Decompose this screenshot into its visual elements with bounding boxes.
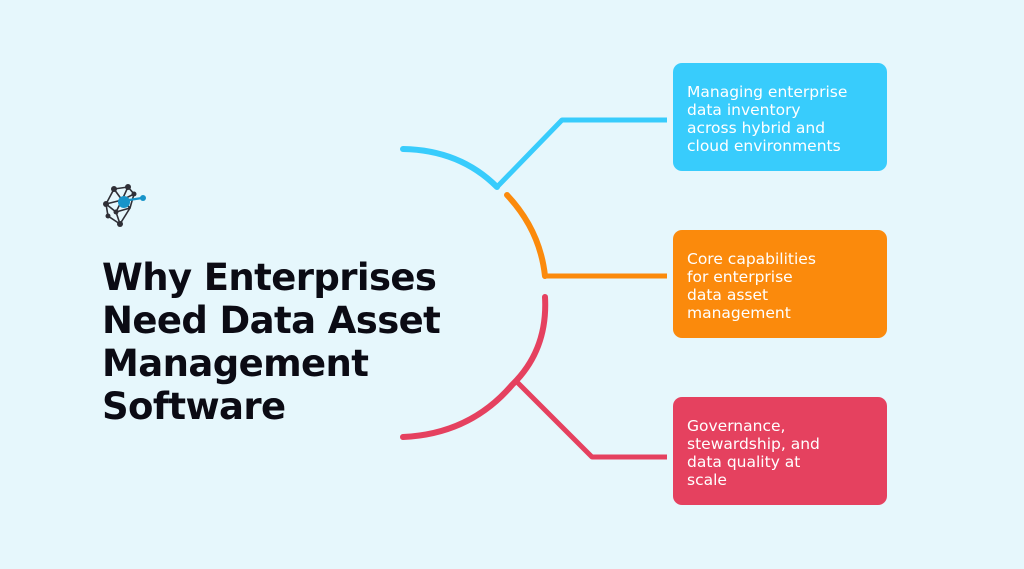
title-line: Management	[102, 342, 369, 385]
title-line: Why Enterprises	[102, 256, 437, 299]
card-line: stewardship, and	[687, 435, 820, 453]
page-title: Why Enterprises Need Data Asset Manageme…	[102, 256, 482, 428]
card-line: scale	[687, 471, 727, 489]
red-arc-segment	[400, 294, 549, 440]
red-connector	[513, 378, 667, 460]
network-node-logo-icon	[103, 184, 146, 227]
card-line: cloud environments	[687, 137, 841, 155]
card-line: for enterprise	[687, 268, 793, 286]
card-line: across hybrid and	[687, 119, 826, 137]
title-line: Software	[102, 385, 286, 428]
card-line: Core capabilities	[687, 250, 816, 268]
blue-arc-segment	[400, 146, 500, 190]
title-line: Need Data Asset	[102, 299, 441, 342]
card-orange: Core capabilities for enterprise data as…	[673, 230, 887, 338]
card-line: Governance,	[687, 417, 786, 435]
orange-arc-segment	[504, 192, 548, 279]
card-red: Governance, stewardship, and data qualit…	[673, 397, 887, 505]
card-blue: Managing enterprise data inventory acros…	[673, 63, 887, 171]
card-line: data quality at	[687, 453, 801, 471]
card-line: data inventory	[687, 101, 801, 119]
card-line: Managing enterprise	[687, 83, 848, 101]
card-line: management	[687, 304, 791, 322]
card-line: data asset	[687, 286, 769, 304]
blue-connector	[495, 117, 667, 189]
